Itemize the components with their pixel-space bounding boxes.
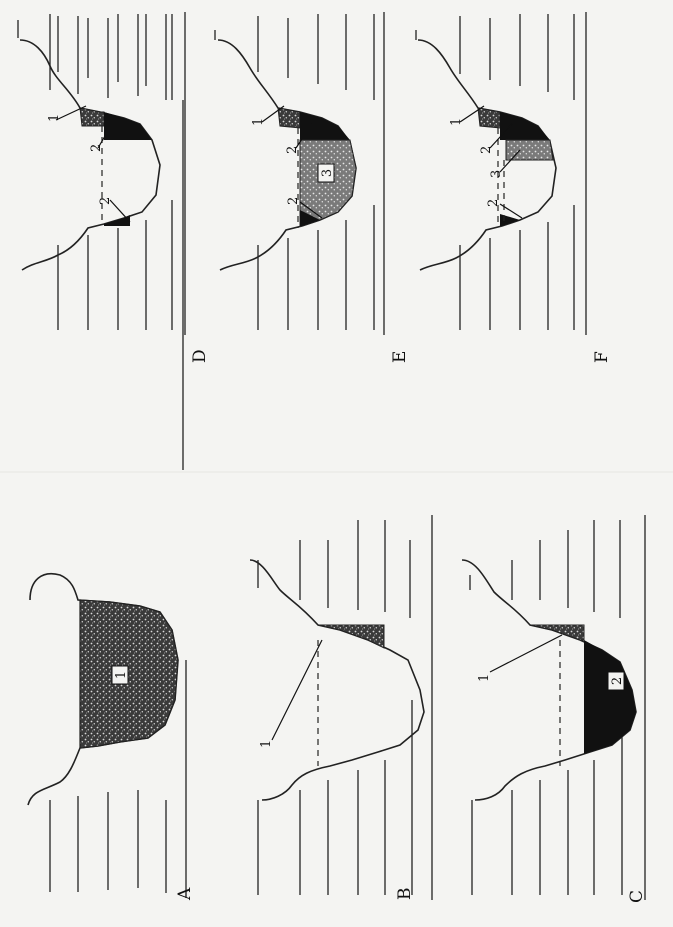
gravel-fill-3 <box>300 140 356 226</box>
gravel-fill-1 <box>80 600 178 748</box>
panel-a-strata <box>50 14 186 898</box>
panel-f-callout-2b: 2 <box>486 199 501 207</box>
dark-fill-2 <box>584 640 636 754</box>
panel-b-callout-1: 1 <box>259 740 274 748</box>
panel-d-callout-1: 1 <box>47 114 62 122</box>
panel-b-profile <box>250 560 424 800</box>
panel-f-dark-right <box>500 214 520 226</box>
panel-a: 1 A <box>28 14 195 901</box>
panel-f-callout-3: 3 <box>489 170 504 178</box>
panel-b-gravel <box>318 625 384 648</box>
panel-a-label: A <box>175 887 195 901</box>
panel-c-callout-2: 2 <box>610 677 625 685</box>
panel-f-callout-1: 1 <box>449 118 464 126</box>
panel-e-dark <box>300 112 350 140</box>
panel-f-dark <box>500 112 550 140</box>
panel-f-callout-2a: 2 <box>479 146 494 154</box>
panel-d-callout-2b: 2 <box>98 197 113 205</box>
panel-d-gravel <box>80 108 104 126</box>
panel-b: 1 B <box>250 515 432 900</box>
panel-d-profile <box>20 40 160 270</box>
panel-d-callout-2a: 2 <box>89 144 104 152</box>
panel-e-callout-1: 1 <box>251 118 266 126</box>
panel-b-strata <box>258 515 432 900</box>
panel-e-gravel <box>278 108 300 128</box>
panel-e-callout-3: 3 <box>320 169 335 177</box>
panel-c-label: C <box>627 890 647 903</box>
panel-d: 1 2 2 D <box>18 12 210 363</box>
panel-f-label: F <box>592 351 612 363</box>
panel-c-callout-1: 1 <box>477 674 492 682</box>
panel-c: 1 2 C <box>462 515 647 903</box>
panel-d-label: D <box>190 349 210 363</box>
panel-e-callout-2a: 2 <box>285 146 300 154</box>
panel-a-callout-1: 1 <box>114 671 129 679</box>
panel-b-label: B <box>395 888 415 901</box>
panel-e: 1 2 2 3 E <box>215 12 410 363</box>
panel-b-leader-1 <box>272 640 322 740</box>
panel-e-callout-2b: 2 <box>286 197 301 205</box>
panel-f: 1 2 3 2 F <box>416 12 612 363</box>
panel-e-label: E <box>390 351 410 363</box>
panel-c-leader-1 <box>490 635 562 672</box>
panel-f-gravel <box>478 108 500 128</box>
